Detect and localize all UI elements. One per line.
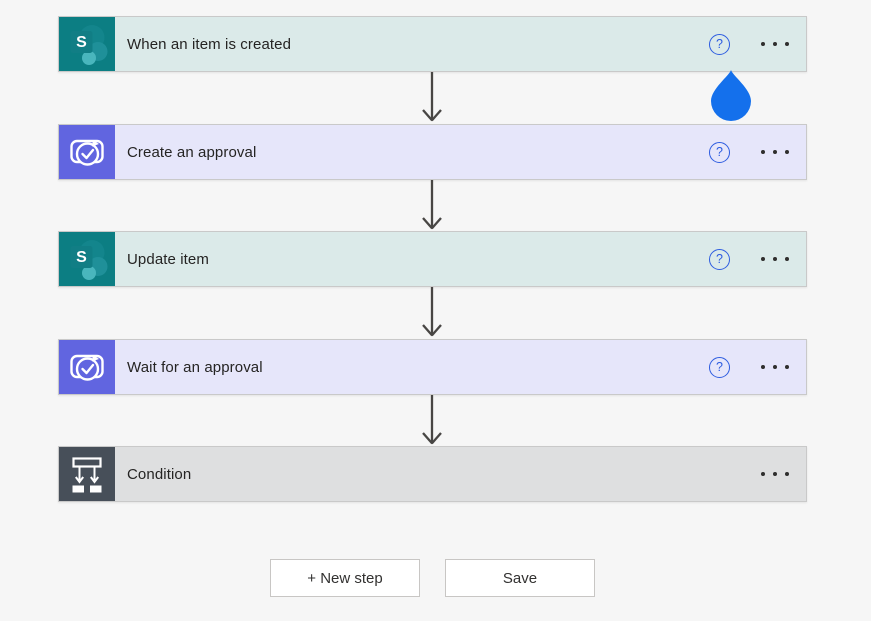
connector-arrow — [422, 72, 442, 122]
step-update-item[interactable]: S Update item ? — [58, 231, 807, 287]
connector-arrow — [422, 180, 442, 230]
step-create-an-approval[interactable]: Create an approval ? — [58, 124, 807, 180]
save-button[interactable]: Save — [445, 559, 595, 597]
condition-icon — [59, 447, 115, 501]
new-step-button[interactable]: + New step — [270, 559, 420, 597]
connector-arrow — [422, 395, 442, 445]
help-icon[interactable]: ? — [709, 248, 730, 270]
approvals-icon — [59, 340, 115, 394]
step-when-an-item-is-created[interactable]: S When an item is created ? — [58, 16, 807, 72]
sharepoint-icon: S — [59, 17, 115, 71]
step-wait-for-an-approval[interactable]: Wait for an approval ? — [58, 339, 807, 395]
step-title: Condition — [127, 465, 192, 483]
help-icon[interactable]: ? — [709, 356, 730, 378]
step-title: When an item is created — [127, 35, 292, 53]
more-actions-icon[interactable] — [761, 142, 789, 162]
sharepoint-icon: S — [59, 232, 115, 286]
step-condition[interactable]: Condition — [58, 446, 807, 502]
approvals-icon — [59, 125, 115, 179]
step-title: Update item — [127, 250, 209, 268]
step-title: Create an approval — [127, 143, 257, 161]
help-icon[interactable]: ? — [709, 33, 730, 55]
more-actions-icon[interactable] — [761, 464, 789, 484]
sharepoint-letter: S — [76, 249, 87, 266]
more-actions-icon[interactable] — [761, 34, 789, 54]
step-title: Wait for an approval — [127, 358, 263, 376]
more-actions-icon[interactable] — [761, 357, 789, 377]
touch-cursor-indicator — [711, 70, 751, 121]
help-icon[interactable]: ? — [709, 141, 730, 163]
connector-arrow — [422, 287, 442, 337]
sharepoint-letter: S — [76, 34, 87, 51]
more-actions-icon[interactable] — [761, 249, 789, 269]
